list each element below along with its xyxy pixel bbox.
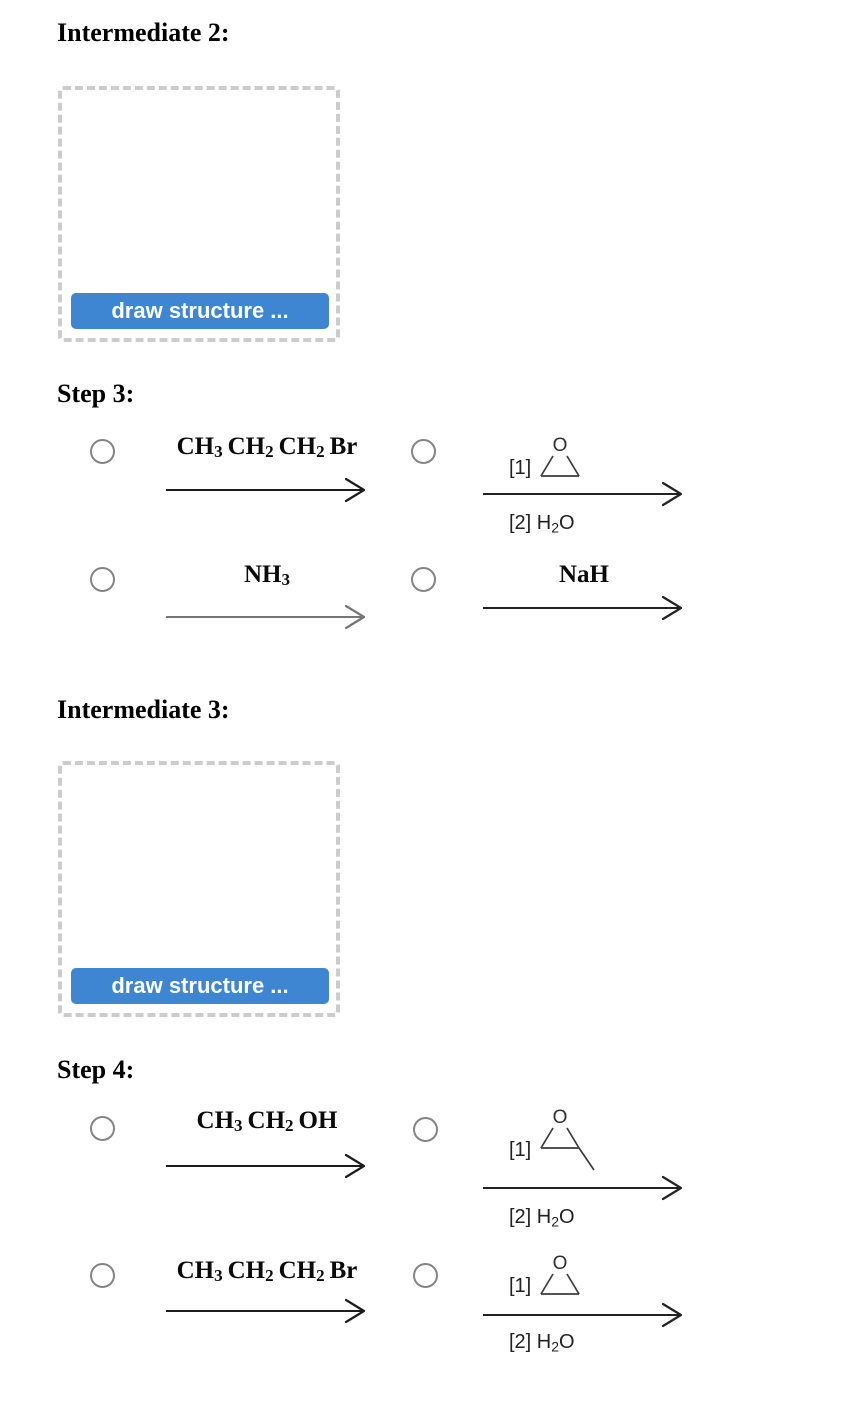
- step3-option-2-reaction: [1] O [2] H2O: [483, 434, 685, 535]
- step4-option-2-radio[interactable]: [413, 1117, 438, 1142]
- step3-option-3-radio[interactable]: [90, 567, 115, 592]
- reagent-formula: CH3 CH2 CH2 Br: [176, 1257, 358, 1286]
- step2-label: [2] H2O: [509, 512, 575, 536]
- step4-option-3-reaction: CH3 CH2 CH2 Br: [166, 1256, 368, 1324]
- reaction-arrow: [166, 604, 366, 630]
- intermediate-2-heading: Intermediate 2:: [57, 18, 230, 47]
- step2-label: [2] H2O: [509, 1206, 575, 1230]
- ethylene-oxide-structure-icon: O: [540, 435, 580, 477]
- reaction-arrow: [166, 477, 366, 503]
- step4-option-1-reaction: CH3 CH2 OH: [166, 1106, 368, 1179]
- reagent-formula: CH3 CH2 OH: [196, 1107, 338, 1136]
- step-3-heading: Step 3:: [57, 379, 135, 408]
- reaction-arrow: [166, 1153, 366, 1179]
- step3-option-4-reaction: NaH: [483, 560, 685, 621]
- step3-option-1-reaction: CH3 CH2 CH2 Br: [166, 432, 368, 503]
- reaction-arrow: [483, 1302, 683, 1328]
- svg-text:O: O: [553, 1253, 568, 1274]
- step3-option-4-radio[interactable]: [411, 567, 436, 592]
- svg-text:O: O: [553, 435, 568, 456]
- step1-label: [1]: [509, 1275, 532, 1297]
- reaction-arrow: [483, 481, 683, 507]
- step3-option-2-radio[interactable]: [411, 439, 436, 464]
- reaction-arrow: [483, 1175, 683, 1201]
- intermediate-3-structure-box: draw structure ...: [58, 761, 340, 1017]
- step4-option-3-radio[interactable]: [90, 1263, 115, 1288]
- reagent-formula: CH3 CH2 CH2 Br: [176, 433, 358, 462]
- methyl-epoxide-structure-icon: O: [540, 1107, 595, 1171]
- reagent-formula: NaH: [559, 561, 609, 588]
- reagent-formula: NH3: [244, 561, 290, 590]
- svg-text:O: O: [553, 1107, 568, 1128]
- step2-label: [2] H2O: [509, 1331, 575, 1355]
- step4-option-1-radio[interactable]: [90, 1116, 115, 1141]
- draw-structure-button-intermediate-2[interactable]: draw structure ...: [71, 293, 329, 329]
- step3-option-3-reaction: NH3: [166, 560, 368, 630]
- intermediate-2-structure-box: draw structure ...: [58, 86, 340, 342]
- step4-option-4-reaction: [1] O [2] H2O: [483, 1252, 685, 1354]
- step4-option-2-reaction: [1] O [2] H2O: [483, 1106, 685, 1229]
- step4-option-4-radio[interactable]: [413, 1263, 438, 1288]
- step-4-heading: Step 4:: [57, 1055, 135, 1084]
- ethylene-oxide-structure-icon: O: [540, 1253, 580, 1295]
- step1-label: [1]: [509, 457, 532, 479]
- draw-structure-button-intermediate-3[interactable]: draw structure ...: [71, 968, 329, 1004]
- intermediate-3-heading: Intermediate 3:: [57, 695, 230, 724]
- reaction-arrow: [166, 1298, 366, 1324]
- step1-label: [1]: [509, 1139, 532, 1161]
- step3-option-1-radio[interactable]: [90, 439, 115, 464]
- reaction-arrow: [483, 595, 683, 621]
